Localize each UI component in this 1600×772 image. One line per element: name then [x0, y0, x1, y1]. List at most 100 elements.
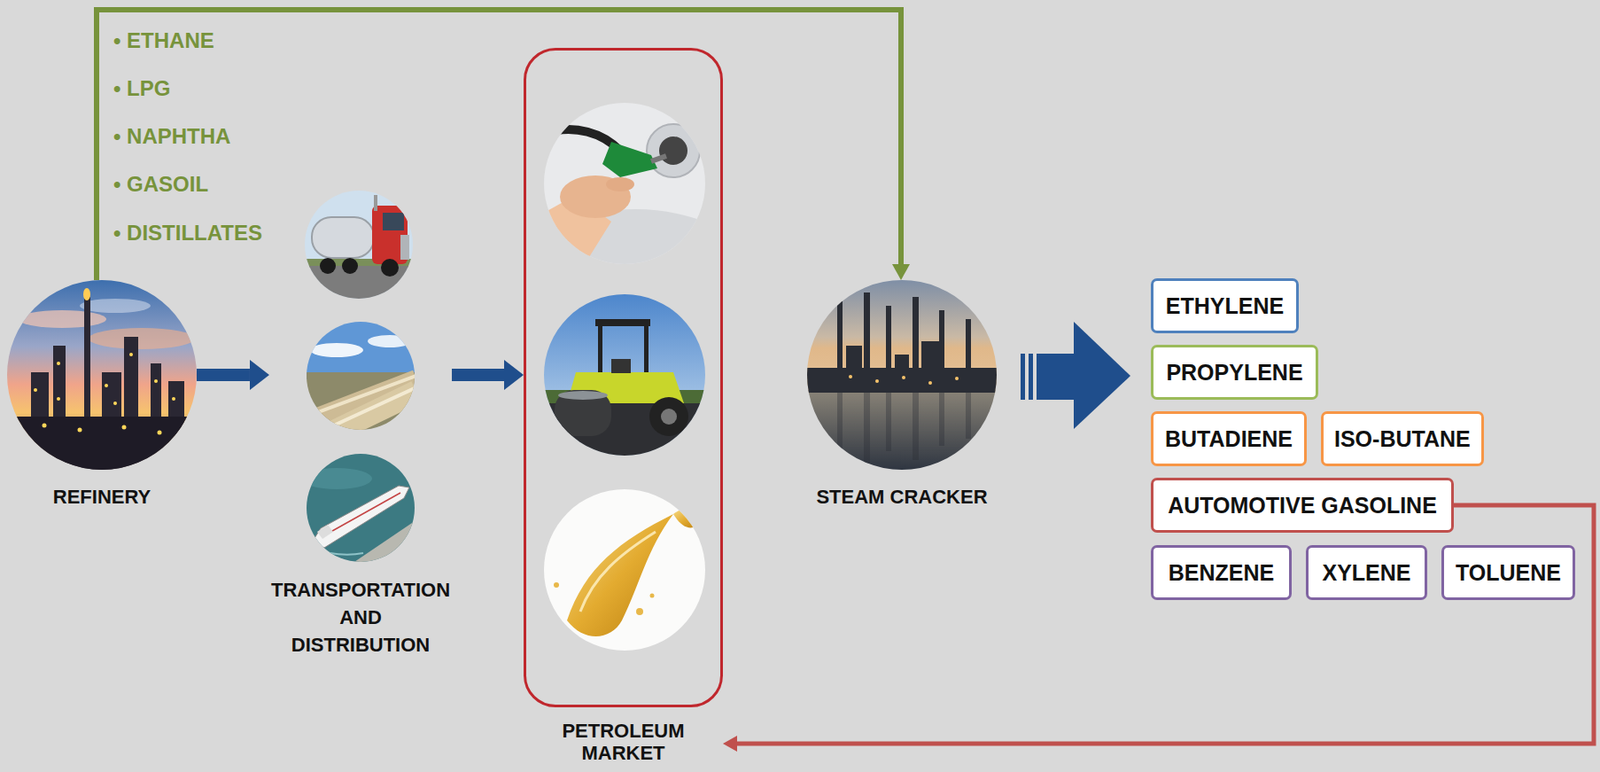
transport-node: TRANSPORTATION AND DISTRIBUTION	[269, 190, 452, 661]
feedstock-item: • ETHANE	[113, 27, 215, 55]
steam-cracker-photo-part-part	[885, 392, 892, 451]
refinery-photo-part	[31, 296, 185, 435]
road-roller-photo-part	[644, 326, 649, 375]
node-label: REFINERY	[53, 485, 151, 509]
text-block: ISO-BUTANE	[1334, 425, 1471, 452]
refinery-photo-part-part	[56, 361, 61, 366]
refinery-photo-part	[83, 287, 91, 301]
steam-cracker-photo-part-part	[885, 305, 892, 373]
road-roller-photo-part	[611, 358, 631, 373]
market-panel: PETROLEUM MARKET	[523, 47, 723, 764]
node-label: PROPYLENE	[1165, 358, 1303, 386]
refinery-photo-part-part	[42, 423, 47, 428]
oil-photo	[543, 489, 706, 651]
text-block: AUTOMOTIVE GASOLINE	[1167, 491, 1437, 519]
truck-photo-part	[380, 258, 399, 277]
oil-photo-part	[673, 508, 702, 529]
output-block-arrow-part	[1028, 353, 1034, 400]
refinery-photo-part	[7, 279, 197, 470]
tanker-photo-part	[301, 467, 373, 490]
truck-photo-part	[373, 194, 378, 211]
product-box: ETHYLENE	[1150, 278, 1299, 334]
oil-photo-part	[636, 607, 644, 615]
text-block: TOLUENE	[1455, 559, 1562, 586]
fuel-pump-photo-part	[605, 177, 635, 192]
steam-cracker-photo-part-part	[901, 375, 906, 380]
product-box: ISO-BUTANE	[1320, 411, 1484, 467]
steam-cracker-photo-part	[837, 392, 971, 464]
refinery-photo-part-part	[154, 379, 158, 383]
refinery-photo-part-part	[104, 383, 109, 388]
refinery-photo-part-part	[157, 430, 163, 435]
steam-cracker-photo-part-part	[846, 345, 863, 373]
truck-photo	[304, 190, 413, 302]
oil-photo-part	[553, 582, 560, 588]
tanker-photo-part	[326, 492, 401, 535]
node-label: BENZENE	[1168, 559, 1274, 586]
steam-cracker-photo-part-part	[928, 380, 933, 385]
oil-photo-part	[566, 513, 674, 637]
fuel-pump-photo-part	[543, 102, 706, 265]
fuel-pump-photo-part	[659, 136, 688, 165]
road-roller-photo-part	[554, 389, 612, 436]
steam-cracker-photo-part-part	[848, 374, 853, 379]
fuel-pump-photo	[543, 102, 706, 265]
truck-photo-part	[382, 212, 404, 231]
truck-photo-part	[311, 217, 374, 258]
refinery-photo-part	[7, 416, 197, 470]
fuel-pump-photo-part	[646, 124, 700, 178]
output-block-arrow-part	[1073, 321, 1131, 429]
steam-cracker-photo-part	[807, 279, 997, 394]
tanker-photo-part	[310, 547, 364, 555]
refinery-photo-part-part	[129, 352, 133, 357]
steam-cracker-photo-part-part	[921, 341, 940, 373]
text-block: XYLENE	[1321, 559, 1411, 586]
refinery-photo-part-part	[77, 427, 83, 433]
plant-node: STEAM CRACKER	[807, 279, 997, 509]
refinery-photo-part-part	[56, 396, 61, 401]
refinery-photo-part-part	[84, 296, 91, 430]
product-box: PROPYLENE	[1150, 344, 1319, 400]
plant-node: REFINERY	[7, 279, 197, 509]
node-label: TRANSPORTATION AND DISTRIBUTION	[271, 575, 451, 659]
fuel-pump-photo-part	[651, 155, 667, 162]
text-block: TRANSPORTATION AND DISTRIBUTION	[269, 575, 452, 659]
pipeline-photo-part	[306, 321, 415, 380]
oil-photo-part	[580, 531, 656, 612]
node-label: AUTOMOTIVE GASOLINE	[1167, 491, 1437, 519]
product-box: BUTADIENE	[1150, 411, 1307, 467]
refinery-photo-part-part	[122, 425, 127, 430]
truck-photo-part	[400, 234, 410, 260]
text-block: STEAM CRACKER	[807, 485, 997, 509]
oil-photo-part	[543, 489, 706, 651]
output-block-arrow	[1020, 321, 1131, 429]
flow-arrow	[737, 504, 1594, 744]
refinery-photo-part	[17, 310, 107, 328]
text-block: BENZENE	[1168, 559, 1274, 586]
road-roller-photo-part	[558, 390, 608, 400]
fuel-pump-photo-part	[543, 129, 621, 151]
flow-arrow	[196, 368, 250, 381]
node-label: TOLUENE	[1455, 559, 1562, 586]
output-block-arrow-part	[1036, 353, 1076, 400]
text-block: BUTADIENE	[1165, 425, 1293, 452]
feedstock-item: • LPG	[113, 75, 171, 102]
text-block: PROPYLENE	[1165, 358, 1303, 386]
flow-arrow	[451, 368, 505, 381]
road-roller-photo-part	[660, 408, 677, 425]
road-roller-photo	[543, 294, 706, 457]
pipeline-photo-part	[301, 391, 417, 448]
node-label: STEAM CRACKER	[815, 485, 987, 509]
refinery-photo-part	[88, 327, 195, 350]
steam-cracker-photo-part-part	[912, 392, 919, 460]
truck-photo-part	[319, 257, 336, 274]
tanker-photo-part	[311, 485, 410, 548]
steam-cracker-photo-part-part	[863, 292, 870, 373]
node-label: ISO-BUTANE	[1334, 425, 1471, 452]
steam-cracker-photo-part-part	[875, 379, 879, 383]
steam-cracker-photo-part-part	[837, 392, 843, 455]
refinery-photo-part-part	[171, 396, 176, 401]
steam-cracker-photo-part-part	[863, 392, 870, 464]
